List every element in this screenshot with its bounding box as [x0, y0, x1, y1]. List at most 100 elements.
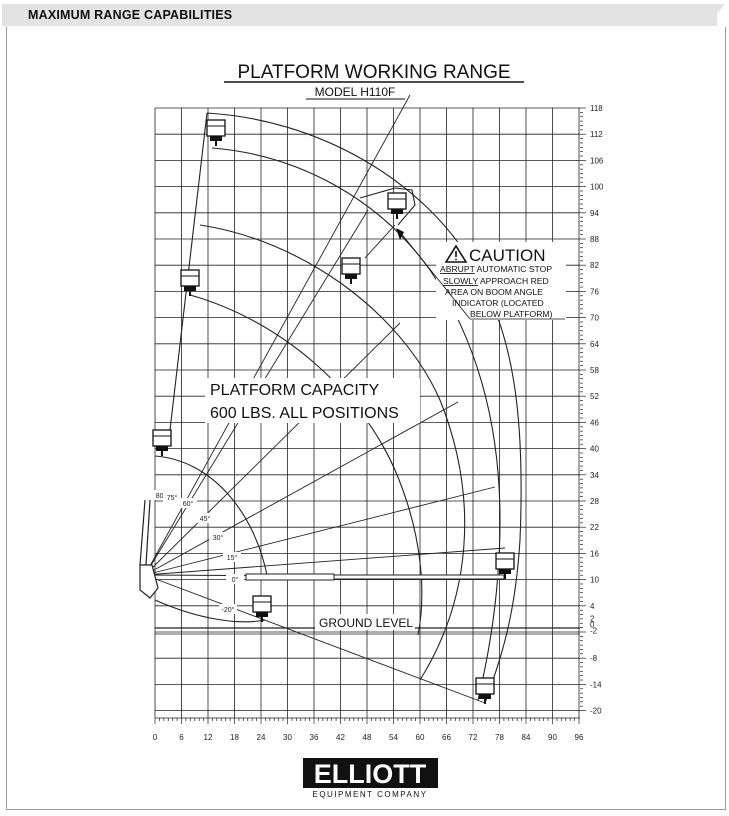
arc-inner-lower [154, 599, 266, 623]
y-tick-label: 16 [590, 549, 599, 558]
section-header: MAXIMUM RANGE CAPABILITIES [2, 4, 717, 26]
x-tick-label: 48 [363, 733, 372, 742]
capacity-line-2: 600 LBS. ALL POSITIONS [210, 405, 399, 422]
outer-envelope [206, 112, 522, 704]
boom-line-30 [144, 486, 496, 576]
y-tick-label: 70 [590, 314, 599, 323]
caution-note: CAUTION ABRUPT AUTOMATIC STOP SLOWLY APP… [396, 228, 566, 320]
caution-title: CAUTION [469, 246, 546, 265]
diagram-model: MODEL H110F [315, 85, 396, 99]
caution-line-5: BELOW PLATFORM) [470, 309, 553, 319]
angle-label: 30° [213, 534, 224, 542]
x-tick-label: 84 [522, 733, 531, 742]
y-tick-label: 112 [590, 130, 603, 139]
y-tick-label: 34 [590, 471, 599, 480]
platform-basket [152, 429, 172, 456]
x-tick-label: 0 [153, 733, 158, 742]
angle-label: 15° [227, 554, 238, 562]
x-tick-label: 54 [389, 733, 398, 742]
logo-name: ELLIOTT [314, 759, 427, 789]
y-tick-label: 46 [590, 418, 599, 427]
x-tick-label: 24 [257, 733, 266, 742]
angle-label: 80° [156, 492, 167, 500]
y-tick-label: 118 [590, 104, 603, 113]
y-tick-label: -2 [590, 626, 598, 635]
x-tick-label: 78 [495, 733, 504, 742]
platform-basket [252, 595, 272, 622]
y-tick-label: -8 [590, 654, 598, 663]
arc-3 [199, 224, 466, 681]
x-tick-label: 12 [204, 733, 213, 742]
caution-leader [399, 231, 471, 320]
caution-line-3: AREA ON BOOM ANGLE [445, 287, 543, 297]
platform-basket [387, 192, 407, 219]
caution-line-4: INDICATOR (LOCATED [452, 298, 544, 308]
platform-basket [475, 677, 495, 704]
range-arcs [154, 112, 522, 704]
warning-triangle-icon [444, 244, 468, 263]
y-tick-label: 64 [590, 340, 599, 349]
y-tick-label: 0 [590, 620, 595, 629]
turret-base [139, 499, 159, 599]
x-tick-label: 66 [442, 733, 451, 742]
caution-line-1: ABRUPT AUTOMATIC STOP [440, 264, 552, 274]
capacity-bg [205, 378, 420, 423]
x-tick-label: 36 [310, 733, 319, 742]
platform-basket [341, 257, 361, 284]
y-tick-label: 106 [590, 156, 604, 165]
y-tick-label: 2 [590, 614, 595, 623]
x-tick-label: 30 [283, 733, 292, 742]
y-tick-label: 100 [590, 183, 604, 192]
boom-line-60 [144, 322, 401, 576]
diagram-panel [6, 27, 726, 810]
caution-line-2: SLOWLY APPROACH RED [443, 276, 549, 286]
arc-4 [189, 294, 423, 636]
diagram-title: PLATFORM WORKING RANGE [237, 62, 510, 83]
angle-label: 0° [232, 576, 239, 584]
y-tick-label: 22 [590, 523, 599, 532]
platform-baskets [152, 119, 515, 704]
boom-line-minus20 [144, 574, 486, 704]
axis-ticks [154, 107, 586, 724]
y-tick-label: 40 [590, 445, 599, 454]
header-corner [707, 4, 725, 26]
x-tick-label: 42 [336, 733, 345, 742]
y-tick-label: 88 [590, 235, 599, 244]
y-tick-label: 94 [590, 209, 599, 218]
y-tick-label: 76 [590, 287, 599, 296]
horizontal-boom [245, 573, 505, 581]
y-tick-label: 82 [590, 261, 599, 270]
y-tick-label: 28 [590, 497, 599, 506]
ground-label-bg [315, 614, 415, 630]
section-title: MAXIMUM RANGE CAPABILITIES [28, 8, 233, 22]
platform-basket [495, 552, 515, 579]
capacity-line-1: PLATFORM CAPACITY [210, 382, 380, 399]
upper-right-bracket [359, 187, 416, 226]
y-tick-label: 4 [590, 602, 595, 611]
logo-subtitle: EQUIPMENT COMPANY [313, 790, 428, 799]
x-tick-label: 60 [416, 733, 425, 742]
x-tick-label: 72 [469, 733, 478, 742]
y-tick-label: 58 [590, 366, 599, 375]
upper-boom-link [364, 224, 396, 259]
x-tick-label: 96 [575, 733, 584, 742]
x-tick-label: 90 [548, 733, 557, 742]
x-tick-label: 6 [179, 733, 184, 742]
x-axis-labels: 0 6 12 18 24 30 36 42 48 54 60 66 72 78 84 90 96 [153, 733, 584, 742]
ground-level-label: GROUND LEVEL [319, 616, 413, 630]
platform-basket [180, 269, 200, 296]
angle-labels: 80°75°60°45°30°15°0°-20° [152, 490, 244, 614]
boom-line-45 [144, 401, 459, 576]
y-tick-label: -14 [590, 680, 602, 689]
y-axis-labels: 1181121061009488827670645852464034282216… [590, 104, 604, 716]
boom-section-2 [333, 574, 505, 580]
x-tick-label: 18 [230, 733, 239, 742]
y-tick-label: -20 [590, 707, 602, 716]
boom-line-15 [144, 547, 506, 576]
angle-label: 60° [183, 500, 194, 508]
angle-label: -20° [222, 606, 235, 614]
boom-line-80 [144, 94, 411, 576]
arc-2 [211, 147, 501, 701]
elliott-logo: ELLIOTT EQUIPMENT COMPANY [303, 758, 438, 799]
